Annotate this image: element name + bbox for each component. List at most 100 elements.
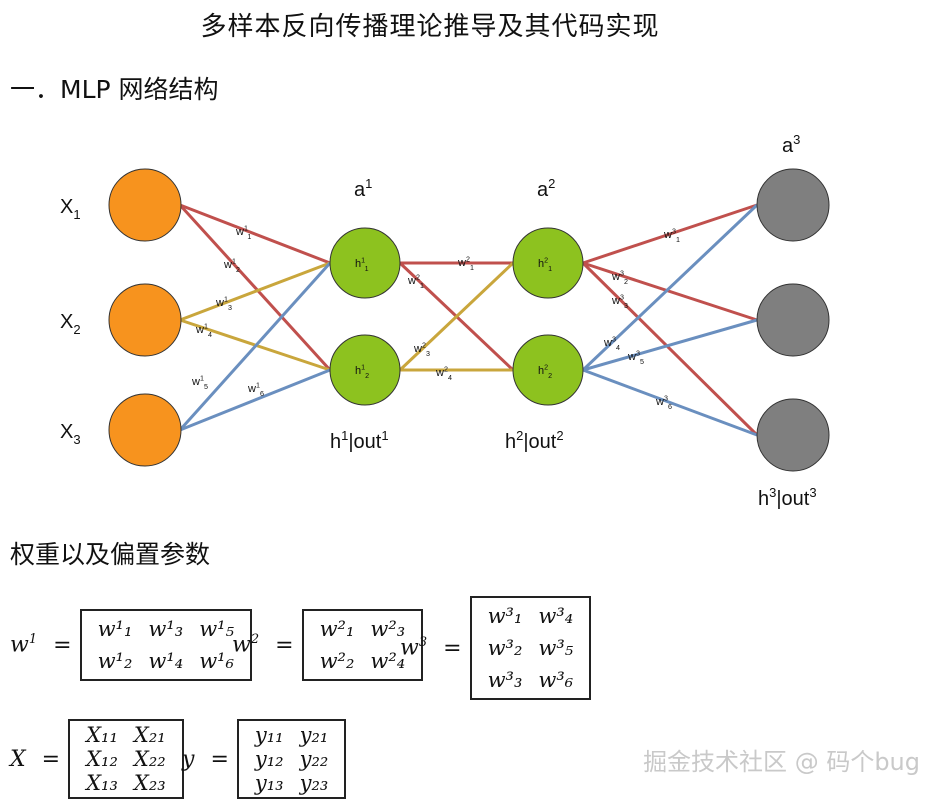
matrix-w1-cell: w¹₁ — [97, 617, 133, 641]
layer-label-h2-out: h2|out2 — [505, 428, 564, 453]
weight-label-layer3: w31 — [663, 228, 680, 244]
matrix-X-cell: X₁₁ — [86, 723, 118, 747]
hidden2-node-label: h21 — [538, 257, 552, 273]
matrix-w1-cell: w¹₄ — [148, 649, 184, 673]
weight-label-layer2: w24 — [435, 366, 452, 382]
watermark: 掘金技术社区 @ 码个bug — [643, 748, 920, 776]
weight-label-layer2: w23 — [413, 342, 430, 358]
equation-X-lhs: X — [10, 746, 26, 772]
weight-label-layer1: w11 — [235, 225, 251, 241]
equation-X: X = X₁₁ X₂₁ X₁₂ X₂₂ X₁₃ X₂₃ — [10, 716, 184, 802]
hidden1-node-label: h12 — [355, 364, 369, 380]
section-heading-params: 权重以及偏置参数 — [10, 540, 211, 569]
matrix-X-cell: X₂₂ — [133, 747, 166, 771]
equals-sign: = — [210, 746, 229, 772]
weight-label-layer1: w13 — [215, 296, 232, 312]
edge-layer3 — [582, 368, 758, 437]
matrix-w1: w¹₁ w¹₃ w¹₅ w¹₂ w¹₄ w¹₆ — [79, 609, 253, 681]
edge-layer3 — [582, 261, 758, 322]
input-node — [108, 168, 182, 242]
layer-label-a3: a3 — [782, 132, 800, 157]
matrix-w3-cell: w³₆ — [538, 668, 574, 692]
weight-label-layer3: w36 — [655, 395, 672, 411]
matrix-w1-cell: w¹₆ — [199, 649, 234, 673]
weight-label-layer2: w21 — [407, 274, 424, 290]
matrix-w1-cell: w¹₃ — [148, 617, 184, 641]
equals-sign: = — [53, 632, 72, 658]
output-node — [756, 398, 830, 472]
hidden1-node-label: h11 — [355, 257, 369, 273]
matrix-X-cell: X₂₁ — [133, 723, 166, 747]
edge-layer1 — [179, 203, 331, 265]
equals-sign: = — [41, 746, 61, 772]
edge-layer3 — [582, 203, 758, 265]
edge-layer3 — [581, 203, 759, 372]
layer-label-a1: a1 — [354, 176, 372, 201]
input-node — [108, 393, 182, 467]
matrix-X: X₁₁ X₂₁ X₁₂ X₂₂ X₁₃ X₂₃ — [68, 719, 184, 799]
equation-w2: w2 = w²₁ w²₃ w²₂ w²₄ — [232, 609, 424, 681]
weight-label-layer3: w32 — [611, 270, 628, 286]
matrix-y-cell: y₂₂ — [299, 747, 329, 771]
matrix-X-cell: X₁₂ — [86, 747, 118, 771]
weight-label-layer1: w12 — [223, 258, 240, 274]
matrix-w3-cell: w³₃ — [487, 668, 523, 692]
output-node — [756, 283, 830, 357]
equals-sign: = — [275, 632, 294, 658]
matrix-y-cell: y₁₁ — [254, 723, 284, 747]
layer-label-h1-out: h1|out1 — [330, 428, 389, 453]
layer-label-a2: a2 — [537, 176, 555, 201]
matrix-w1-cell: w¹₂ — [97, 649, 133, 673]
matrix-w3-cell: w³₅ — [538, 636, 574, 660]
matrix-w1-cell: w¹₅ — [199, 617, 234, 641]
equation-w1: w1 = w¹₁ w¹₃ w¹₅ w¹₂ w¹₄ w¹₆ — [10, 609, 253, 681]
hidden2-node — [512, 227, 584, 299]
weight-label-layer1: w15 — [191, 375, 208, 391]
hidden1-node — [329, 227, 401, 299]
input-node — [108, 283, 182, 357]
weight-label-layer3: w34 — [603, 336, 620, 352]
edge-layer1 — [178, 203, 332, 372]
input-label: X2 — [60, 311, 81, 337]
page-title: 多样本反向传播理论推导及其代码实现 — [200, 12, 660, 42]
matrix-y-cell: y₁₂ — [254, 747, 284, 771]
matrix-w2-cell: w²₁ — [319, 617, 355, 641]
edge-layer2 — [398, 261, 515, 372]
equation-w2-lhs: w2 — [232, 632, 260, 658]
input-label: X3 — [60, 421, 81, 447]
equation-w3-lhs: w3 — [400, 635, 428, 661]
weight-label-layer2: w21 — [457, 256, 474, 272]
matrix-w2-cell: w²₂ — [319, 649, 355, 673]
hidden2-node — [512, 334, 584, 406]
weight-label-layer3: w33 — [611, 294, 628, 310]
section-heading-mlp: 一．MLP 网络结构 — [10, 75, 219, 104]
edge-layer1 — [179, 368, 331, 432]
matrix-w2: w²₁ w²₃ w²₂ w²₄ — [301, 609, 424, 681]
equals-sign: = — [443, 635, 462, 661]
output-node — [756, 168, 830, 242]
weight-label-layer1: w14 — [195, 323, 212, 339]
edge-layer3 — [581, 261, 759, 437]
matrix-y: y₁₁ y₂₁ y₁₂ y₂₂ y₁₃ y₂₃ — [236, 719, 347, 799]
matrix-w2-cell: w²₃ — [370, 617, 406, 641]
matrix-y-cell: y₁₃ — [254, 771, 284, 795]
matrix-w3: w³₁ w³₄ w³₂ w³₅ w³₃ w³₆ — [469, 596, 592, 700]
weight-label-layer1: w16 — [247, 382, 264, 398]
hidden1-node — [329, 334, 401, 406]
weight-label-layer3: w35 — [627, 350, 644, 366]
equation-w3: w3 = w³₁ w³₄ w³₂ w³₅ w³₃ w³₆ — [400, 596, 592, 700]
matrix-y-cell: y₂₁ — [299, 723, 329, 747]
matrix-X-cell: X₂₃ — [133, 771, 166, 795]
edge-layer3 — [582, 318, 758, 372]
hidden2-node-label: h22 — [538, 364, 552, 380]
matrix-w3-cell: w³₁ — [487, 604, 523, 628]
layer-label-h3-out: h3|out3 — [758, 485, 817, 510]
matrix-X-cell: X₁₃ — [86, 771, 118, 795]
matrix-w2-cell: w²₄ — [370, 649, 406, 673]
matrix-y-cell: y₂₃ — [299, 771, 329, 795]
equation-w1-lhs: w1 — [10, 632, 38, 658]
matrix-w3-cell: w³₄ — [538, 604, 574, 628]
matrix-w3-cell: w³₂ — [487, 636, 523, 660]
